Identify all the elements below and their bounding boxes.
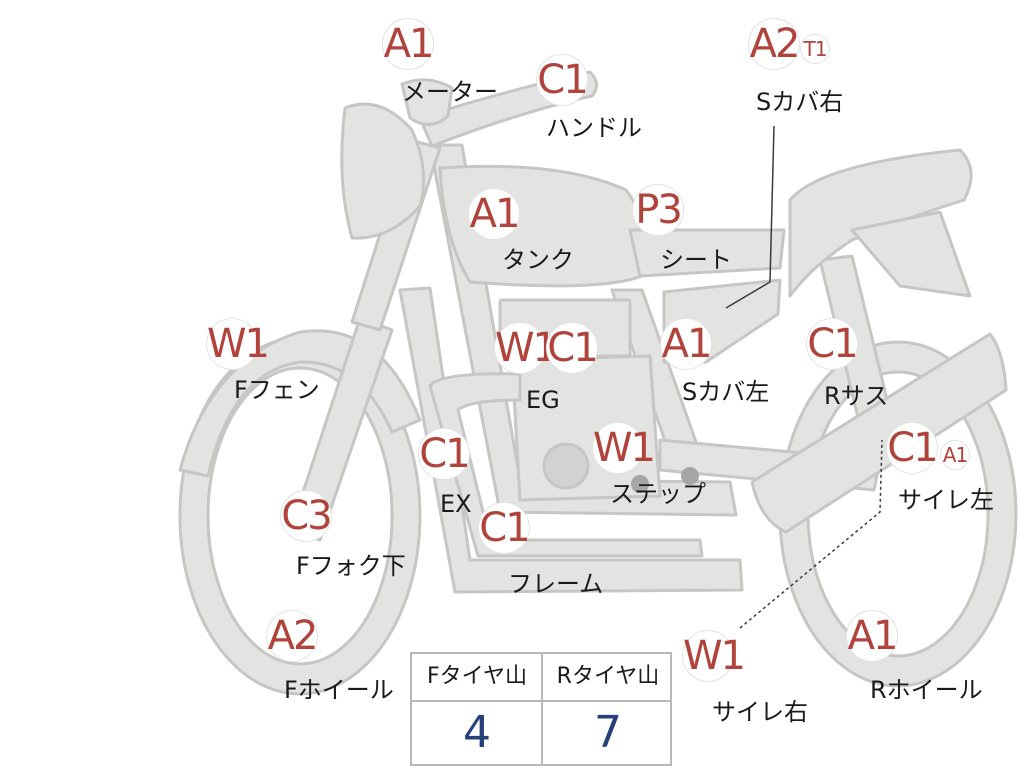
front-fender-label: Fフェン (234, 376, 320, 404)
silencer-right-grade: W1 (682, 630, 746, 682)
rear-tread-value: 7 (594, 707, 622, 758)
handle-grade: C1 (536, 54, 589, 106)
front-fender-grade: W1 (206, 318, 270, 370)
rear-wheel-label: Rホイール (870, 676, 983, 704)
rear-suspension-label: Rサス (824, 382, 889, 410)
step-label: ステップ (610, 480, 706, 508)
tank-grade: A1 (468, 188, 520, 240)
side-cover-right-label: Sカバ右 (756, 88, 844, 116)
frame-label: フレーム (508, 570, 604, 598)
silencer-right-leader (739, 439, 883, 629)
side-cover-right-grade: A2 (748, 18, 800, 70)
meter-label: メーター (402, 78, 498, 106)
rear-tread-header: Rタイヤ山 (556, 664, 660, 689)
seat-grade: P3 (632, 184, 684, 236)
step-grade: W1 (592, 422, 656, 474)
handle-label: ハンドル (546, 114, 642, 142)
engine-label: EG (526, 386, 560, 414)
front-tread-value: 4 (463, 707, 491, 758)
rear-suspension-grade: C1 (806, 318, 859, 370)
side-cover-left-grade: A1 (660, 318, 712, 370)
side-cover-right-sub-grade: T1 (800, 34, 830, 64)
table-divider-vertical (541, 654, 543, 764)
front-wheel-grade: A2 (266, 610, 318, 662)
seat-shape (628, 228, 786, 278)
frame-grade: C1 (478, 502, 531, 554)
silencer-right-label: サイレ右 (712, 698, 808, 726)
tank-label: タンク (502, 246, 574, 274)
exhaust-grade: C1 (418, 428, 471, 480)
exhaust-label: EX (440, 490, 472, 518)
meter-grade: A1 (382, 18, 434, 70)
seat-label: シート (660, 246, 732, 274)
front-tread-header: Fタイヤ山 (427, 664, 527, 689)
front-fork-lower-grade: C3 (280, 490, 333, 542)
tire-tread-table: Fタイヤ山 Rタイヤ山 4 7 (410, 652, 672, 766)
front-fork-lower-label: Fフォク下 (296, 552, 406, 580)
silencer-left-label: サイレ左 (898, 486, 994, 514)
silencer-left-grade: C1 (886, 422, 939, 474)
engine-grade-2: C1 (546, 322, 599, 374)
side-cover-right-leader (725, 125, 775, 309)
headlight-shape (340, 102, 426, 240)
meter-shape (400, 78, 454, 126)
engine-grade: W1 (494, 322, 558, 374)
side-cover-left-label: Sカバ左 (682, 378, 770, 406)
front-wheel-label: Fホイール (284, 676, 394, 704)
silencer-left-sub-grade: A1 (940, 440, 970, 470)
rear-wheel-grade: A1 (846, 610, 898, 662)
